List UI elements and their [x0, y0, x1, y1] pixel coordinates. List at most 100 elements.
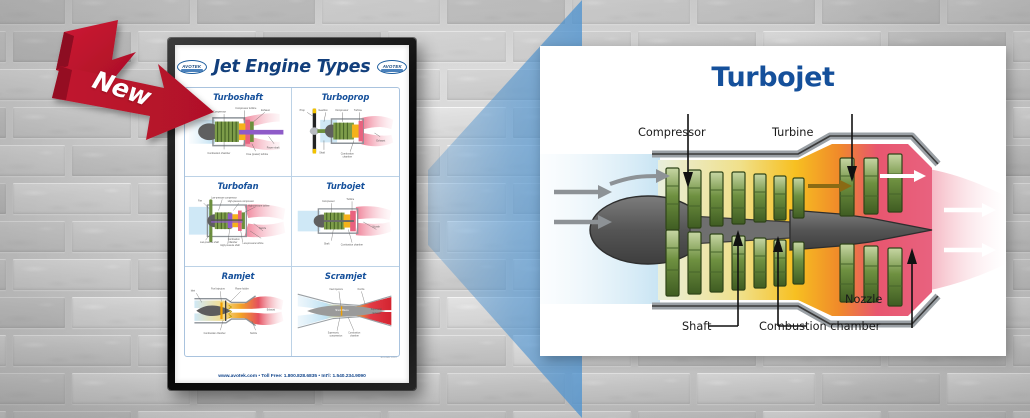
brick [697, 373, 815, 404]
svg-text:Nozzle: Nozzle [358, 289, 366, 291]
svg-text:chamber: chamber [350, 335, 359, 337]
poster-cell-turboprop[interactable]: Turboprop [292, 88, 399, 178]
poster-cell-title: Turboprop [321, 92, 370, 102]
poster-cell-scramjet[interactable]: Scramjet Fue [292, 267, 399, 356]
svg-text:Combustion: Combustion [341, 152, 355, 155]
brick [513, 411, 631, 418]
svg-text:Exhaust: Exhaust [267, 308, 276, 311]
brick [72, 0, 190, 24]
brick [0, 69, 65, 100]
poster-cell-turbofan[interactable]: Turbofan [185, 177, 292, 267]
callout-label-combustion-chamber: Combustion chamber [759, 320, 881, 333]
poster-cell-ramjet[interactable]: Ramjet [185, 266, 292, 356]
svg-text:Combustion: Combustion [228, 239, 241, 242]
svg-text:Gearbox: Gearbox [318, 109, 328, 112]
svg-text:Power shaft: Power shaft [267, 146, 280, 149]
poster-title: Jet Engine Types [213, 57, 371, 77]
svg-text:Exhaust: Exhaust [376, 139, 385, 142]
poster-frame[interactable]: AVOTEK Jet Engine Types AVOTEK Turboshaf… [168, 38, 416, 390]
poster-cell-title: Scramjet [324, 270, 367, 281]
svg-text:Shock Waves: Shock Waves [335, 310, 349, 312]
svg-text:High-pressure shaft: High-pressure shaft [220, 244, 240, 247]
svg-text:Low-pressure turbine: Low-pressure turbine [243, 242, 265, 245]
svg-text:Compressor: Compressor [213, 111, 226, 114]
brick [572, 0, 690, 24]
callout-label-nozzle: Nozzle [845, 293, 883, 306]
brick [13, 31, 131, 62]
brick [13, 183, 131, 214]
engine-type-grid: Turboshaft [184, 87, 400, 357]
exhaust-flow-arrows [944, 207, 984, 253]
svg-text:Free (power) turbine: Free (power) turbine [246, 153, 268, 156]
brick-row [0, 370, 1030, 408]
svg-text:Fan: Fan [198, 201, 203, 203]
avotek-logo-left: AVOTEK [176, 60, 207, 74]
brick [0, 411, 6, 418]
poster-cell-title: Turboshaft [213, 92, 263, 102]
svg-text:High-pressure turbine: High-pressure turbine [248, 205, 270, 208]
brick [0, 297, 65, 328]
callout-label-shaft: Shaft [682, 320, 712, 333]
poster-footer: www.avotek.com • Toll Free: 1.800.828.68… [218, 374, 366, 379]
brick [0, 335, 6, 366]
brick [197, 0, 315, 24]
svg-text:Nozzle: Nozzle [259, 228, 267, 230]
poster-cell-title: Turbofan [217, 181, 259, 192]
svg-text:Shaft: Shaft [324, 243, 330, 246]
brick [0, 183, 6, 214]
brick [0, 145, 65, 176]
svg-text:Combustion chamber: Combustion chamber [207, 152, 230, 155]
brick [138, 411, 256, 418]
brick [447, 0, 565, 24]
turbojet-cutaway-diagram [540, 114, 1006, 328]
callout-label-compressor: Compressor [638, 126, 706, 139]
svg-text:Supersonic: Supersonic [371, 309, 383, 311]
poster-header: AVOTEK Jet Engine Types AVOTEK [175, 45, 409, 85]
poster-cell-title: Turbojet [326, 181, 365, 192]
callout-label-turbine: Turbine [772, 126, 814, 139]
svg-text:Combustion: Combustion [348, 331, 361, 334]
brick [1013, 107, 1030, 138]
brick [0, 31, 6, 62]
intake-flow-arrows [554, 189, 598, 225]
brick [1013, 335, 1030, 366]
turbojet-detail-panel: Turbojet [540, 46, 1006, 356]
brick [822, 373, 940, 404]
brick-row [0, 0, 1030, 28]
svg-text:Fuel injectors: Fuel injectors [211, 287, 226, 290]
brick [638, 411, 756, 418]
brick [947, 0, 1030, 24]
brick [1013, 259, 1030, 290]
poster-cell-turboshaft[interactable]: Turboshaft [185, 88, 292, 178]
detail-panel-title: Turbojet [711, 62, 835, 93]
brick [322, 0, 440, 24]
poster-cell-turbojet[interactable]: Turbojet Compre [292, 177, 399, 267]
brick [0, 259, 6, 290]
svg-text:Compressor: Compressor [322, 200, 335, 203]
brick [263, 411, 381, 418]
svg-text:Exhaust: Exhaust [261, 109, 270, 112]
svg-text:Prop: Prop [300, 109, 306, 112]
brick [447, 373, 565, 404]
brick [0, 107, 6, 138]
brick [888, 411, 1006, 418]
svg-text:Turbine: Turbine [354, 109, 363, 112]
svg-text:Turbine: Turbine [346, 198, 355, 201]
brick-row [0, 408, 1030, 418]
poster-sheet: AVOTEK Jet Engine Types AVOTEK Turboshaf… [175, 45, 409, 383]
brick [13, 411, 131, 418]
svg-text:High-pressure compressor: High-pressure compressor [228, 201, 254, 204]
avotek-logo-left-text: AVOTEK [182, 63, 202, 69]
poster-cell-title: Ramjet [221, 270, 255, 281]
callout-leader-lines [687, 114, 913, 328]
brick [763, 411, 881, 418]
svg-text:Inlet: Inlet [191, 289, 196, 292]
brick [13, 107, 131, 138]
brick [822, 0, 940, 24]
svg-text:Nozzle: Nozzle [250, 333, 258, 335]
